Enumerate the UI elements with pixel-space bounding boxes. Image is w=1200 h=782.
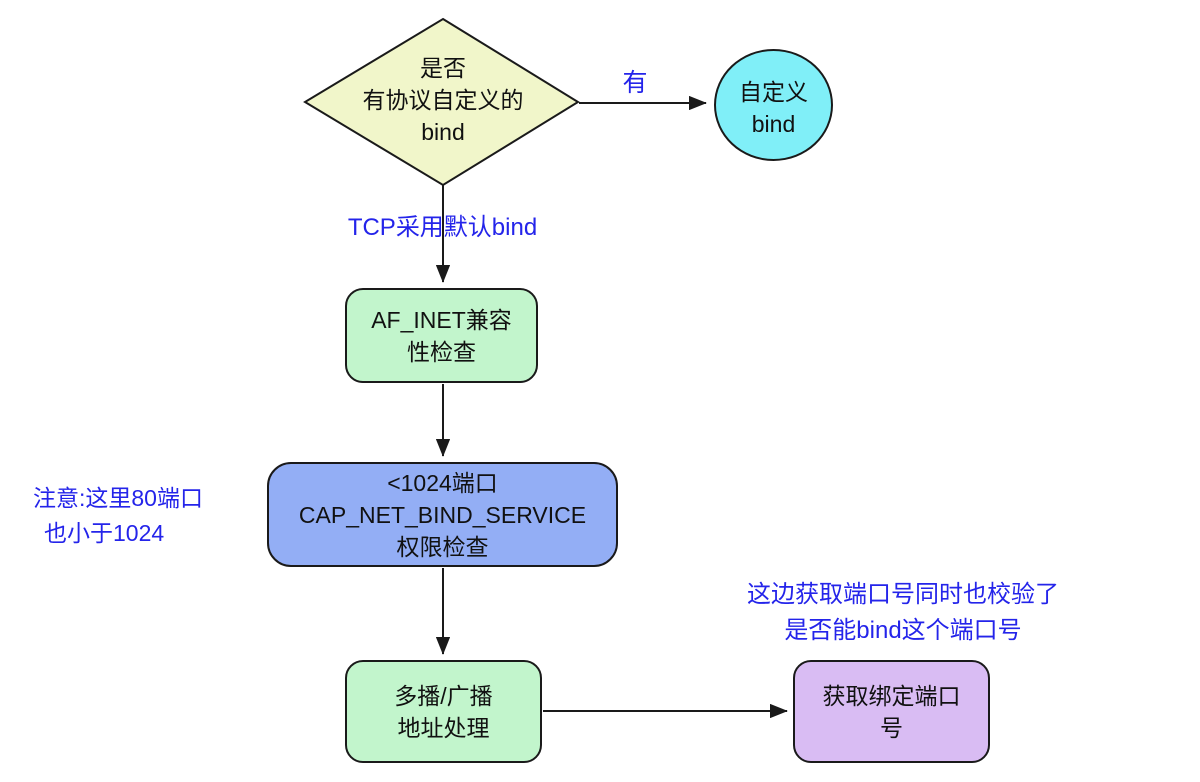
node-line: 地址处理 — [397, 714, 490, 741]
node-line: <1024端口 — [387, 469, 498, 496]
node-line: 性检查 — [407, 338, 476, 365]
annotation-line: 是否能bind这个端口号 — [784, 617, 1022, 644]
node-line: 有协议自定义的 — [362, 87, 524, 113]
annotation-line: 注意:这里80端口 — [33, 485, 203, 511]
node-line: 获取绑定端口 — [822, 682, 961, 709]
node-line: 权限检查 — [396, 533, 489, 560]
node-multicast-broadcast: 多播/广播 地址处理 — [345, 660, 542, 763]
annotation-line: 也小于1024 — [44, 520, 165, 546]
edge-label-tcp-default-bind: TCP采用默认bind — [347, 214, 538, 241]
node-line: AF_INET兼容 — [371, 306, 512, 333]
node-line: 多播/广播 — [394, 682, 493, 709]
node-decision-custom-bind: 是否 有协议自定义的 bind — [303, 52, 583, 148]
node-line: 自定义 — [739, 78, 808, 105]
node-line: bind — [751, 110, 796, 137]
node-line: 是否 — [420, 55, 466, 81]
node-line: bind — [421, 119, 465, 145]
node-line: 号 — [880, 714, 903, 741]
edge-label-yes: 有 — [622, 69, 648, 97]
node-af-inet-check: AF_INET兼容 性检查 — [345, 288, 538, 383]
annotation-line: 这边获取端口号同时也校验了 — [747, 581, 1059, 608]
node-cap-net-bind-check: <1024端口 CAP_NET_BIND_SERVICE 权限检查 — [267, 462, 618, 567]
node-custom-bind: 自定义 bind — [714, 49, 833, 161]
annotation-port80: 注意:这里80端口 也小于1024 — [33, 481, 253, 551]
annotation-getport: 这边获取端口号同时也校验了 是否能bind这个端口号 — [728, 577, 1078, 649]
node-line: CAP_NET_BIND_SERVICE — [298, 501, 587, 528]
node-get-bind-port: 获取绑定端口 号 — [793, 660, 990, 763]
